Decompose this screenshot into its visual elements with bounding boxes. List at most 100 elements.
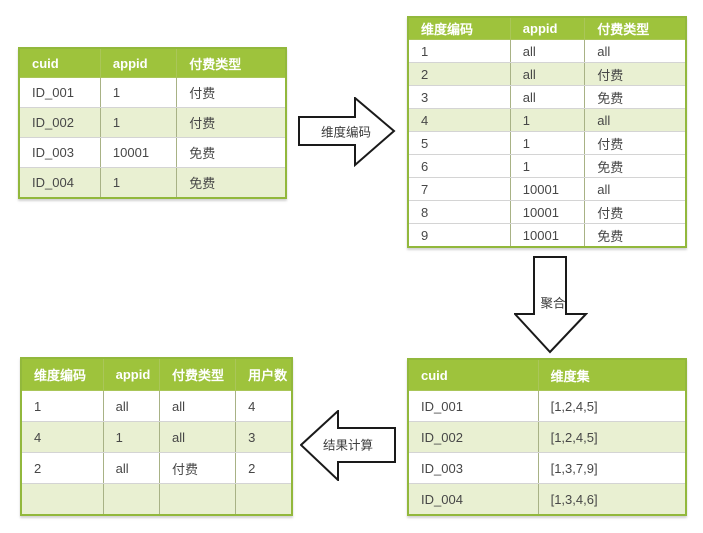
table-cell: all [509,62,586,86]
column-header: appid [509,16,586,40]
column-header: appid [99,47,178,78]
column-header: appid [102,357,160,391]
column-header: cuid [407,358,539,391]
table-cell: ID_004 [407,483,539,516]
table-cell: ID_004 [18,167,101,199]
table-cell: [1,2,4,5] [537,421,687,453]
table-cell: 2 [235,452,293,484]
table-cell: 4 [407,108,511,132]
table-cell: 3 [235,421,293,453]
table-cell: 付费 [158,452,237,484]
table-cell: all [158,421,237,453]
table-cell: 1 [99,77,178,108]
column-header: 维度集 [537,358,687,391]
table-cell: 10001 [99,137,178,168]
table-cell: 1 [20,390,104,422]
column-header: 维度编码 [20,357,104,391]
table-cell: 10001 [509,223,586,248]
column-header: 付费类型 [176,47,287,78]
table-cell: [1,3,4,6] [537,483,687,516]
table-cell: 付费 [176,77,287,108]
table-cell: 付费 [176,107,287,138]
table-cell: 免费 [584,85,687,109]
table-cell: 2 [407,62,511,86]
table-cell: ID_001 [407,390,539,422]
table-cell: 4 [20,421,104,453]
column-header: cuid [18,47,101,78]
table-cell: 1 [509,131,586,155]
table-cell: 1 [407,39,511,63]
compute-arrow-label: 结果计算 [322,438,374,453]
table-cell: 3 [407,85,511,109]
table-row: ID_003[1,3,7,9] [407,452,687,484]
table-cell: all [102,390,160,422]
table-cell: all [509,85,586,109]
table-cell [102,483,160,516]
table-cell: ID_003 [407,452,539,484]
table-cell: [1,2,4,5] [537,390,687,422]
table-row [20,483,293,516]
table-row: ID_002[1,2,4,5] [407,421,687,453]
aggregate-arrow-label: 聚合 [540,296,566,311]
table-cell: 2 [20,452,104,484]
table-cell [158,483,237,516]
column-header: 维度编码 [407,16,511,40]
table-cell: 7 [407,177,511,201]
column-header: 付费类型 [584,16,687,40]
encode-arrow-right-icon [298,97,396,167]
table-cell: 付费 [584,131,687,155]
table-cell: ID_002 [18,107,101,138]
column-header: 用户数 [235,357,293,391]
compute-arrow-left-icon [300,410,396,481]
table-cell [235,483,293,516]
table-cell [20,483,104,516]
table-cell: ID_003 [18,137,101,168]
table-cell: 6 [407,154,511,178]
table-cell: all [584,177,687,201]
table-cell: all [158,390,237,422]
table-cell: all [102,452,160,484]
table-cell: 付费 [584,62,687,86]
table-cell: all [509,39,586,63]
table-cell: 10001 [509,200,586,224]
table-cell: 1 [509,108,586,132]
table-cell: ID_002 [407,421,539,453]
table-cell: 10001 [509,177,586,201]
table-cell: 1 [509,154,586,178]
table-cell: 1 [102,421,160,453]
table-cell: 9 [407,223,511,248]
table-cell: 1 [99,107,178,138]
table-cell: 付费 [584,200,687,224]
table-cell: all [584,108,687,132]
table-row: ID_004[1,3,4,6] [407,483,687,516]
aggregate-arrow-down-icon [514,256,588,354]
table-cell: all [584,39,687,63]
table-cell: 1 [99,167,178,199]
encode-arrow-label: 维度编码 [320,125,372,140]
table-cell: 免费 [176,137,287,168]
table-cell: 免费 [584,223,687,248]
